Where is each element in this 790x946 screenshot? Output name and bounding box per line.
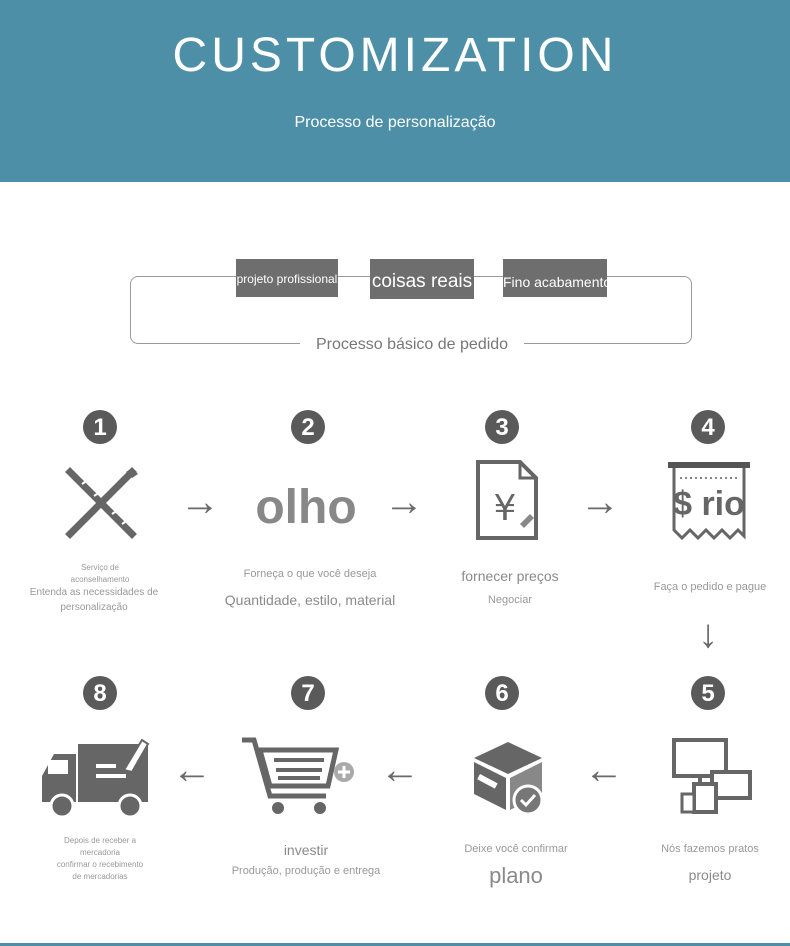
page-title: CUSTOMIZATION	[172, 29, 618, 82]
basic-process-label: Processo básico de pedido	[300, 336, 524, 358]
bottom-divider	[0, 943, 790, 946]
step-8-text-2: mercadoria	[79, 848, 120, 857]
step-3-number: 3	[485, 410, 519, 444]
step-3-text-1: fornecer preços	[461, 568, 559, 584]
page-subtitle: Processo de personalização	[294, 114, 496, 131]
arrow-left-2: ←	[380, 748, 420, 792]
step-7-text-2: Produção, produção e entrega	[231, 865, 381, 877]
receipt-icon	[668, 462, 750, 541]
shopping-cart-icon	[242, 737, 354, 814]
tag-real-things: coisas reais	[370, 259, 474, 299]
box-check-icon	[474, 742, 544, 816]
step-2-text-2: Quantidade, estilo, material	[224, 592, 396, 608]
step-3-text-2: Negociar	[487, 594, 533, 606]
arrow-right-1: →	[180, 480, 220, 524]
svg-text:¥: ¥	[494, 488, 517, 529]
step-1-number: 1	[83, 410, 117, 444]
step-8-text-1: Depois de receber a	[63, 836, 137, 845]
arrow-right-2: →	[384, 480, 424, 524]
step-8-text-4: de mercadorias	[72, 872, 128, 881]
step-2-text-1: Forneça o que você deseja	[243, 568, 377, 580]
step-1-text-1: Serviço de	[81, 563, 119, 572]
arrow-left-1: ←	[584, 748, 624, 792]
header-banner: CUSTOMIZATION Processo de personalização	[0, 0, 790, 182]
tag-fine-finish: Fino acabamento	[503, 259, 611, 297]
yen-document-icon: ¥	[476, 460, 538, 540]
step-6-text-1: Deixe você confirmar	[464, 843, 568, 855]
step-7-text-1: investir	[283, 842, 329, 858]
step-5-number: 5	[691, 676, 725, 710]
step-5-text-2: projeto	[688, 867, 732, 883]
step-6-number: 6	[485, 676, 519, 710]
devices-icon	[672, 738, 752, 814]
step-4-icon-text: $ rio	[673, 485, 745, 523]
tag-professional-project: projeto profissional	[236, 259, 338, 297]
step-6-text-2: plano	[489, 863, 543, 888]
step-5-text-1: Nós fazemos pratos	[661, 843, 759, 855]
step-2-number: 2	[291, 410, 325, 444]
step-4-text-1: Faça o pedido e pague	[653, 581, 767, 593]
step-1-text-4: personalização	[60, 602, 128, 613]
arrow-down: ↓	[698, 612, 718, 656]
step-7-number: 7	[291, 676, 325, 710]
delivery-truck-icon	[42, 738, 150, 819]
step-1-text-2: aconselhamento	[70, 575, 130, 584]
arrow-right-3: →	[580, 480, 620, 524]
arrow-left-3: ←	[172, 748, 212, 792]
step-8-number: 8	[83, 676, 117, 710]
step-2-icon-text: olho	[255, 481, 357, 534]
step-8-text-3: confirmar o recebimento	[56, 860, 144, 869]
step-1-text-3: Entenda as necessidades de	[29, 587, 159, 598]
ruler-pencil-icon	[65, 467, 138, 539]
step-4-number: 4	[691, 410, 725, 444]
